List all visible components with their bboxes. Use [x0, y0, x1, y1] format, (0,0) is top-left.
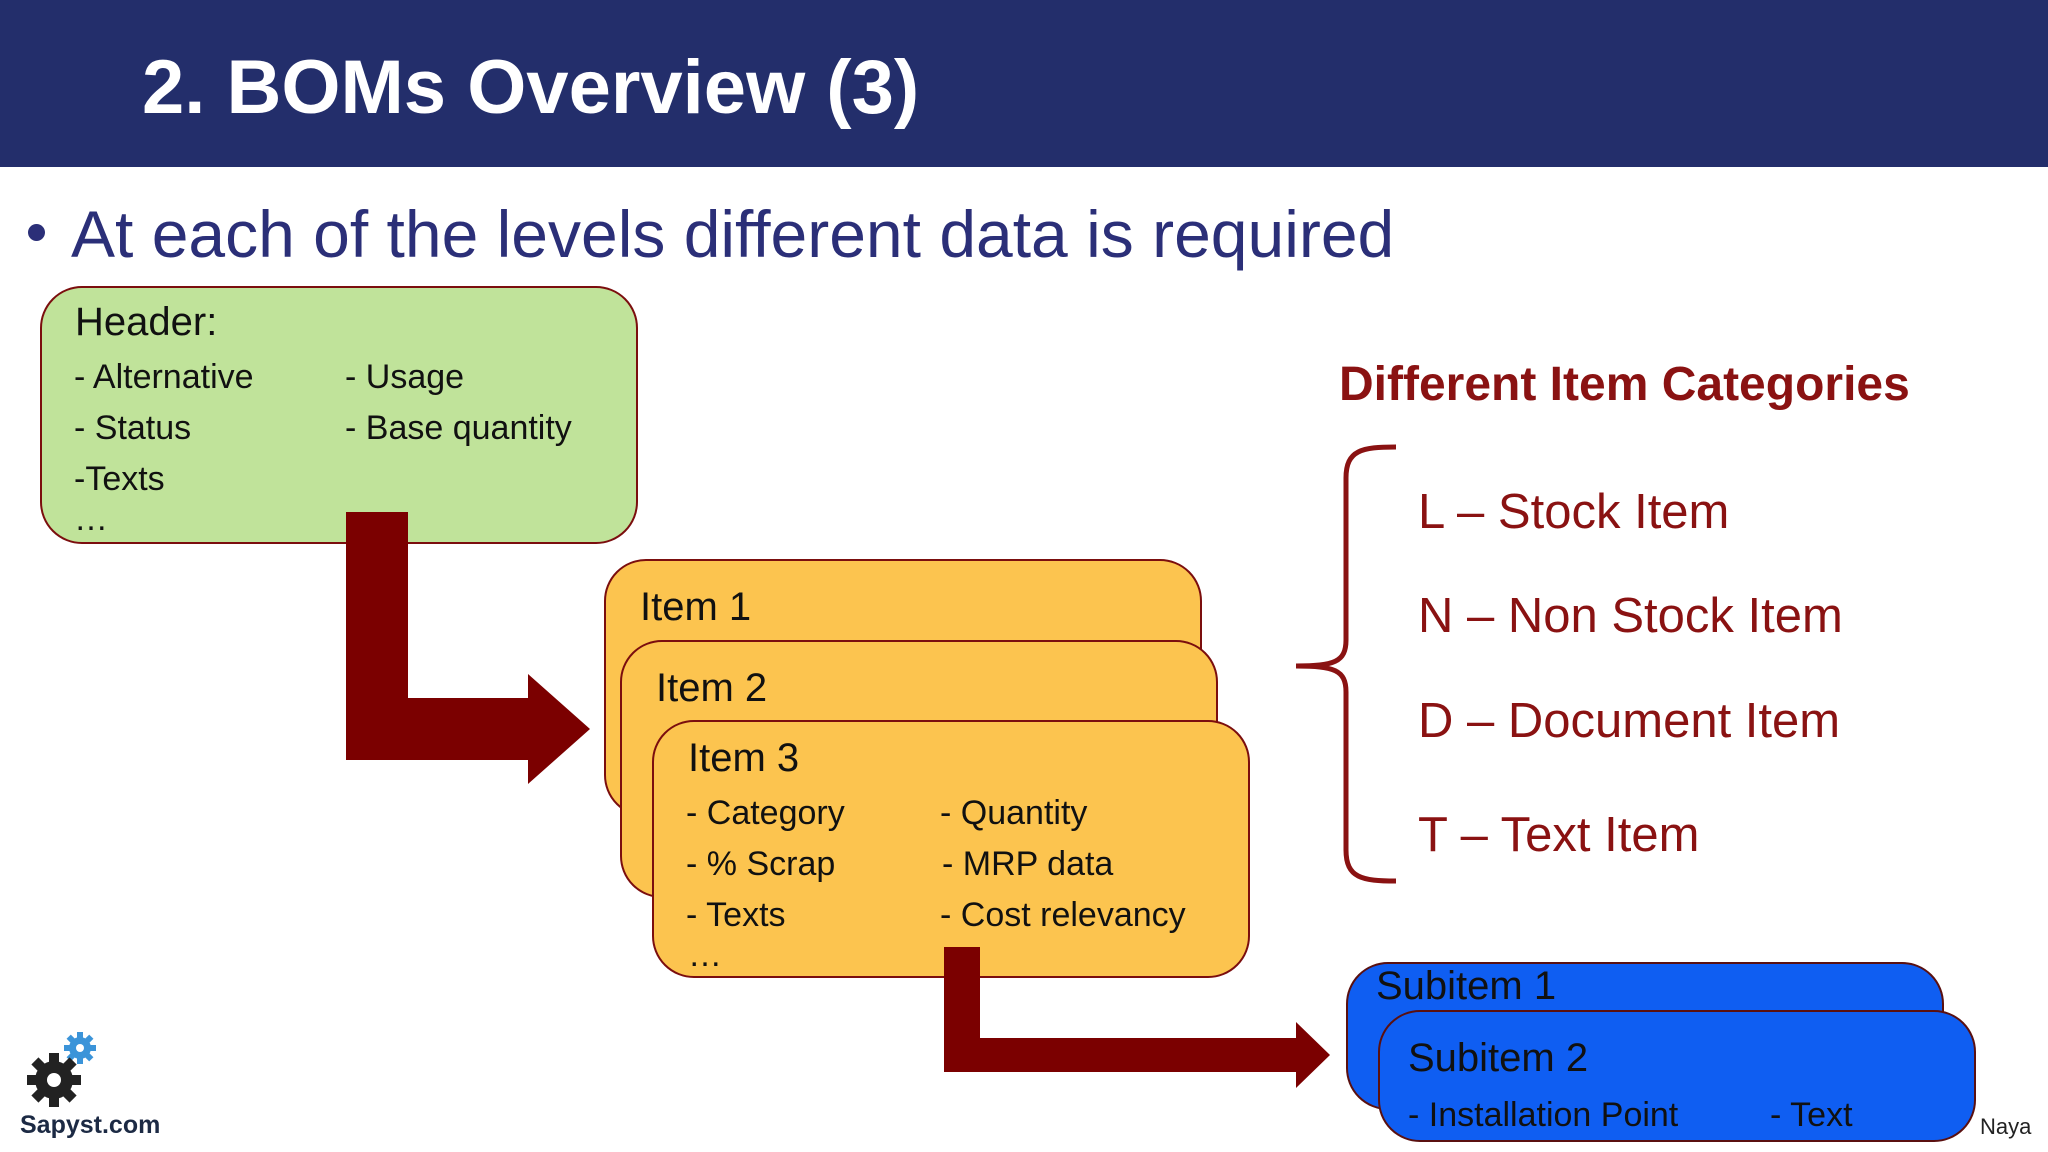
header-ellipsis: …: [74, 500, 108, 538]
header-to-items-arrow: [346, 512, 590, 784]
items-to-subitems-arrow: [944, 947, 1330, 1088]
subitem-field: - Text: [1770, 1096, 1853, 1134]
subitem-2-box: Subitem 2 - Installation Point - Text: [1378, 1010, 1976, 1142]
item-field: - MRP data: [942, 845, 1114, 883]
category-item: T – Text Item: [1418, 808, 1700, 862]
item-3-title: Item 3: [688, 736, 800, 780]
header-field: - Alternative: [74, 358, 254, 396]
header-field: - Status: [74, 409, 192, 447]
logo-text: Sapyst.com: [20, 1111, 161, 1139]
categories-title: Different Item Categories: [1339, 358, 1910, 411]
bullet-dot-icon: [28, 224, 45, 241]
slide-title: 2. BOMs Overview (3): [142, 45, 920, 130]
item-2-title: Item 2: [656, 666, 768, 710]
bullet-text: At each of the levels different data is …: [71, 197, 1395, 271]
item-3-box: Item 3 - Category - % Scrap - Texts - Qu…: [652, 720, 1250, 978]
subitem-2-title: Subitem 2: [1408, 1036, 1589, 1080]
item-field: - % Scrap: [686, 845, 836, 883]
header-field: -Texts: [74, 460, 165, 498]
subitem-field: - Installation Point: [1408, 1096, 1679, 1134]
category-item: D – Document Item: [1418, 694, 1841, 748]
item-ellipsis: …: [688, 936, 722, 974]
item-field: - Texts: [686, 896, 786, 934]
author-text: Naya: [1980, 1114, 2032, 1139]
gear-logo-icon: [27, 1032, 96, 1107]
subitem-1-title: Subitem 1: [1376, 964, 1557, 1008]
curly-brace-icon: [1295, 444, 1397, 884]
category-item: L – Stock Item: [1418, 485, 1730, 539]
header-box: Header: - Alternative - Status -Texts - …: [40, 286, 638, 544]
header-box-title: Header:: [75, 300, 218, 344]
item-field: - Quantity: [940, 794, 1088, 832]
large-gear-icon: [27, 1053, 81, 1107]
category-item: N – Non Stock Item: [1418, 589, 1843, 643]
title-bar: [0, 0, 2048, 167]
item-field: - Cost relevancy: [940, 896, 1186, 934]
item-1-title: Item 1: [640, 585, 752, 629]
header-field: - Base quantity: [345, 409, 572, 447]
item-field: - Category: [686, 794, 845, 832]
small-gear-icon: [64, 1032, 96, 1064]
header-field: - Usage: [345, 358, 465, 396]
